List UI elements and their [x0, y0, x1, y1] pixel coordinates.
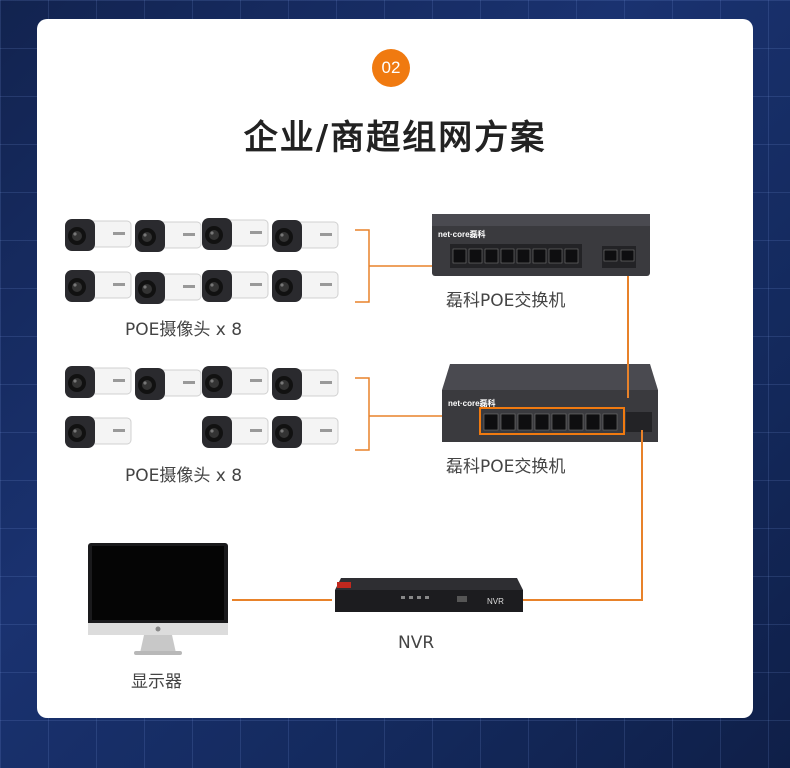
poe-camera-icon	[200, 214, 270, 254]
switch-1-brand-logo: net·core磊科	[438, 229, 486, 239]
ethernet-port-icon	[569, 414, 583, 430]
switch-2-label: 磊科POE交换机	[446, 452, 565, 477]
apple-logo-icon	[156, 627, 161, 632]
camera-group-1-label: POE摄像头 x 8	[125, 315, 242, 340]
wire-nvr-horizontal	[522, 599, 643, 601]
poe-camera-icon	[133, 268, 203, 308]
ethernet-port-icon	[469, 249, 482, 263]
nvr-panel-text: NVR	[487, 597, 504, 606]
wire-switch1-to-switch2	[627, 276, 629, 398]
poe-camera-icon	[200, 362, 270, 402]
ethernet-port-icon	[501, 249, 514, 263]
wire-switch2-to-nvr	[641, 430, 643, 600]
wire-monitor-to-nvr	[232, 599, 332, 601]
poe-camera-icon	[200, 266, 270, 306]
ethernet-port-icon	[549, 249, 562, 263]
ethernet-port-icon	[533, 249, 546, 263]
poe-switch-1: net·core磊科	[432, 210, 652, 278]
nvr-device: NVR	[333, 576, 525, 616]
page-title: 企业/商超组网方案	[0, 110, 790, 159]
ethernet-port-icon	[484, 414, 498, 430]
ethernet-port-icon	[453, 249, 466, 263]
switch-1-label: 磊科POE交换机	[446, 286, 565, 311]
poe-camera-icon	[63, 362, 133, 402]
poe-camera-icon	[200, 412, 270, 452]
ethernet-port-icon	[586, 414, 600, 430]
camera-group-2-label: POE摄像头 x 8	[125, 461, 242, 486]
switch-2-brand-logo: net·core磊科	[448, 398, 496, 408]
ethernet-port-icon	[535, 414, 549, 430]
ethernet-port-icon	[565, 249, 578, 263]
poe-camera-icon	[63, 215, 133, 255]
ethernet-port-icon	[501, 414, 515, 430]
ethernet-port-icon	[603, 414, 617, 430]
ethernet-port-icon	[485, 249, 498, 263]
poe-camera-icon	[63, 266, 133, 306]
poe-camera-icon	[270, 364, 340, 404]
poe-camera-icon	[270, 412, 340, 452]
bracket-connector-1	[355, 228, 435, 308]
poe-camera-icon	[133, 364, 203, 404]
poe-camera-icon	[133, 216, 203, 256]
nvr-label: NVR	[398, 633, 434, 653]
ethernet-port-icon	[517, 249, 530, 263]
monitor-device	[88, 543, 230, 659]
ethernet-port-icon	[552, 414, 566, 430]
step-badge: 02	[372, 49, 410, 87]
poe-camera-icon	[270, 216, 340, 256]
ethernet-port-icon	[518, 414, 532, 430]
poe-camera-icon	[270, 266, 340, 306]
poe-camera-icon	[63, 412, 133, 452]
monitor-label: 显示器	[131, 667, 182, 692]
